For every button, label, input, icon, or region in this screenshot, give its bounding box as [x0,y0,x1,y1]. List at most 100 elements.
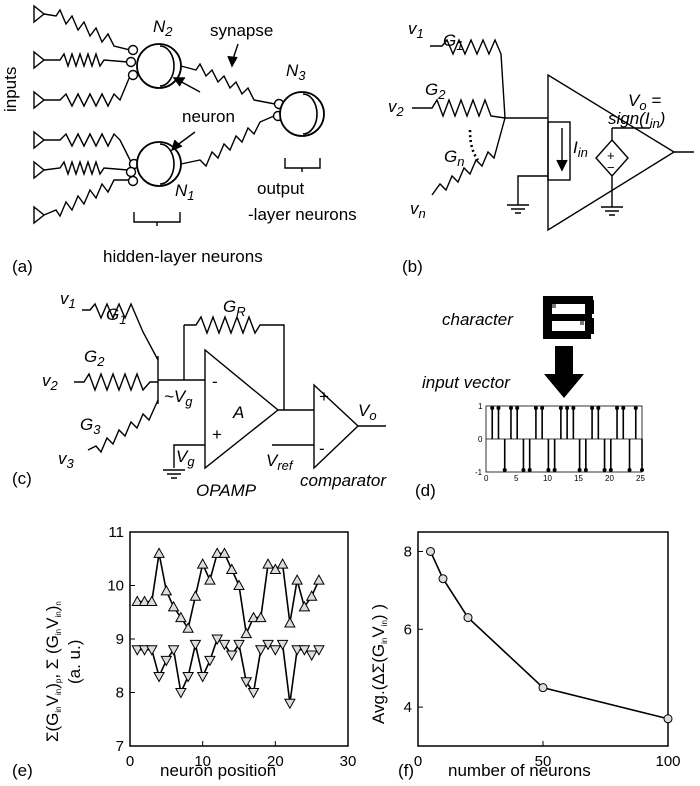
svg-text:GR: GR [223,297,246,319]
input-terminals [33,4,46,225]
chart-e-point [189,590,202,601]
hidden-synapses [33,8,133,218]
chart-e-ytick-label: 7 [116,738,124,755]
panel-a-text: inputs N2 N1 N3 synapse neuron output -l… [1,17,357,276]
vo-sign-label: sign(Iin) [608,109,665,131]
svg-text:G2: G2 [425,80,446,102]
chart-e-point [204,655,216,667]
svg-text:vn: vn [410,199,426,221]
chart-e-point [240,627,253,639]
chart-e-series [131,547,325,710]
chart-e-ytick-label: 10 [107,578,124,595]
stem-marker [608,468,613,472]
chart-e-point [138,595,151,607]
chart-e-point [160,584,173,596]
chart-e-point [182,671,194,683]
panel-label-a: (a) [12,257,33,276]
chart-f-xlabel: number of neurons [448,761,591,780]
down-arrow-icon [544,346,584,398]
chart-e-point [291,574,303,585]
chart-e-point [138,645,151,656]
panel-d: character input vector 1 0 -1 0 [415,296,645,500]
chart-f-frame [417,531,669,747]
svg-text:+: + [212,425,222,444]
input-vector-plot [485,405,643,473]
chart-e-point [218,639,231,651]
panel-label-d: (d) [415,481,436,500]
svg-text:5: 5 [514,474,519,483]
svg-text:Iin: Iin [573,138,588,160]
neuron-label: neuron [182,107,235,126]
svg-text:15: 15 [574,474,583,483]
svg-text:1: 1 [478,402,483,411]
svg-text:Vref: Vref [266,451,294,473]
synapse-label: synapse [210,21,273,40]
chart-e-xtick-label: 10 [194,753,211,770]
chart-e-point [269,645,282,656]
svg-text:A: A [232,403,244,422]
n1-label: N1 [175,181,195,203]
stem-marker [533,406,538,410]
chart-f-point [663,714,673,724]
inputs-label: inputs [1,67,20,112]
chart-f-xtick-label: 100 [655,753,680,770]
chart-e-point [269,563,282,574]
svg-text:v3: v3 [58,449,75,471]
chart-e-point [218,547,231,558]
input-vector-label: input vector [422,373,511,392]
chart-e-point [305,590,318,601]
chart-e-point [211,634,224,646]
input-vector-stems [490,406,644,472]
chart-e-point [233,639,245,651]
chart-e-point [167,600,180,612]
stem-marker [490,406,495,410]
chart-e-point [233,579,245,590]
stem-marker [615,406,620,410]
chart-e-point [262,639,274,651]
stem-marker [633,406,638,410]
chart-e-point [291,645,303,656]
stem-marker [558,406,563,410]
character-glyph [543,296,594,339]
chart-e-point [225,650,238,662]
panel-label-c: (c) [12,469,32,488]
chart-e-point [153,671,165,683]
chart-e-xtick-label: 0 [126,753,134,770]
svg-text:Vg: Vg [176,447,195,469]
chart-f-ytick-label: 6 [404,621,412,638]
chart-e-point [305,650,318,662]
current-sense-box [547,121,571,181]
stem-marker [552,468,557,472]
chart-e-point [254,611,267,623]
opamp-label: OPAMP [196,481,257,500]
comparator-triangle [313,383,360,470]
chart-e-ytick-label: 9 [116,631,124,648]
chart-f-ylabel: Avg.(ΔΣ(GinVin) ) [369,604,389,724]
chart-e-point [298,600,311,612]
svg-text:v2: v2 [42,371,59,393]
stem-marker [502,468,507,472]
chart-e-point [313,645,325,656]
svg-text:10: 10 [543,474,552,483]
chart-f-xtick-label: 0 [414,753,422,770]
chart-e-frame [129,531,349,747]
panel-label-f: (f) [398,761,414,780]
chart-e-point [131,595,144,607]
panel-c [74,302,386,479]
chart-e-point [175,688,187,699]
svg-text:v2: v2 [388,97,405,119]
output-label-line1: output [257,179,305,198]
chart-e-point [196,671,209,683]
chart-e-point [262,558,274,569]
panel-a [33,4,325,226]
svg-text:~Vg: ~Vg [164,387,193,409]
stem-marker [590,406,595,410]
chart-e-xlabel: neuron position [160,761,276,780]
svg-text:+: + [319,387,329,406]
chart-e-point [167,645,180,656]
output-label-line2: -layer neurons [248,205,357,224]
svg-text:0: 0 [484,474,489,483]
